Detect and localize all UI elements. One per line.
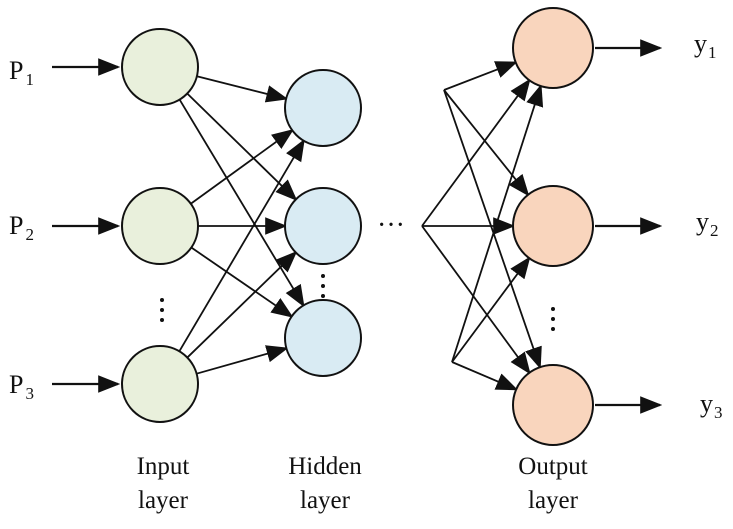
edge-input2-hidden1	[190, 128, 295, 205]
output-layer-caption-line1: Output	[518, 453, 588, 480]
vertical-ellipsis-input	[160, 298, 164, 322]
output-node-1	[512, 7, 594, 89]
vertical-ellipsis-output	[551, 307, 555, 331]
input-node-1	[121, 28, 199, 106]
edge-input1-hidden1	[196, 75, 289, 103]
input-layer-caption-line2: layer	[138, 487, 189, 514]
edge-fan2-output3	[421, 225, 531, 375]
input-layer-nodes	[121, 28, 199, 423]
output-node-3	[512, 364, 594, 446]
edge-fan1-output2	[443, 89, 530, 197]
connections	[178, 61, 544, 391]
edge-input1-hidden3	[178, 99, 305, 308]
hidden-node-2	[284, 187, 362, 265]
edge-fan1-output1	[443, 61, 518, 91]
hidden-layer-caption-line2: layer	[300, 487, 351, 514]
input-layer-caption-line1: Input	[137, 453, 190, 480]
layer-captions: Input layer Hidden layer Output layer	[137, 453, 588, 514]
hidden-layer-nodes	[284, 69, 362, 377]
edge-input1-hidden2	[186, 92, 298, 202]
output-layer-nodes	[512, 7, 594, 446]
hidden-node-1	[284, 69, 362, 147]
edge-fan3-output2	[451, 256, 531, 363]
output-layer-caption-line2: layer	[528, 487, 579, 514]
edge-fan1-output3	[443, 89, 542, 370]
edge-input3-hidden2	[186, 250, 298, 359]
edge-fan2-output1	[421, 78, 531, 227]
output-arrows	[595, 39, 663, 414]
edge-fan3-output1	[451, 83, 544, 363]
output-labels: y1 y2 y3	[694, 29, 723, 422]
edge-input2-hidden3	[190, 246, 294, 318]
input-node-3	[121, 345, 199, 423]
input-node-2	[121, 187, 199, 265]
edge-input3-hidden1	[178, 138, 305, 352]
output-label-3: y3	[700, 389, 723, 422]
hidden-layer-caption-line1: Hidden	[288, 453, 362, 480]
hidden-node-3	[284, 299, 362, 377]
edge-input3-hidden3	[196, 345, 289, 375]
output-label-2: y2	[696, 207, 719, 240]
output-node-2	[512, 185, 594, 267]
output-label-1: y1	[694, 29, 717, 62]
input-arrows	[52, 58, 121, 393]
vertical-ellipsis-hidden	[321, 274, 325, 298]
edge-fan3-output3	[451, 361, 519, 391]
horizontal-ellipsis: ···	[377, 210, 405, 241]
